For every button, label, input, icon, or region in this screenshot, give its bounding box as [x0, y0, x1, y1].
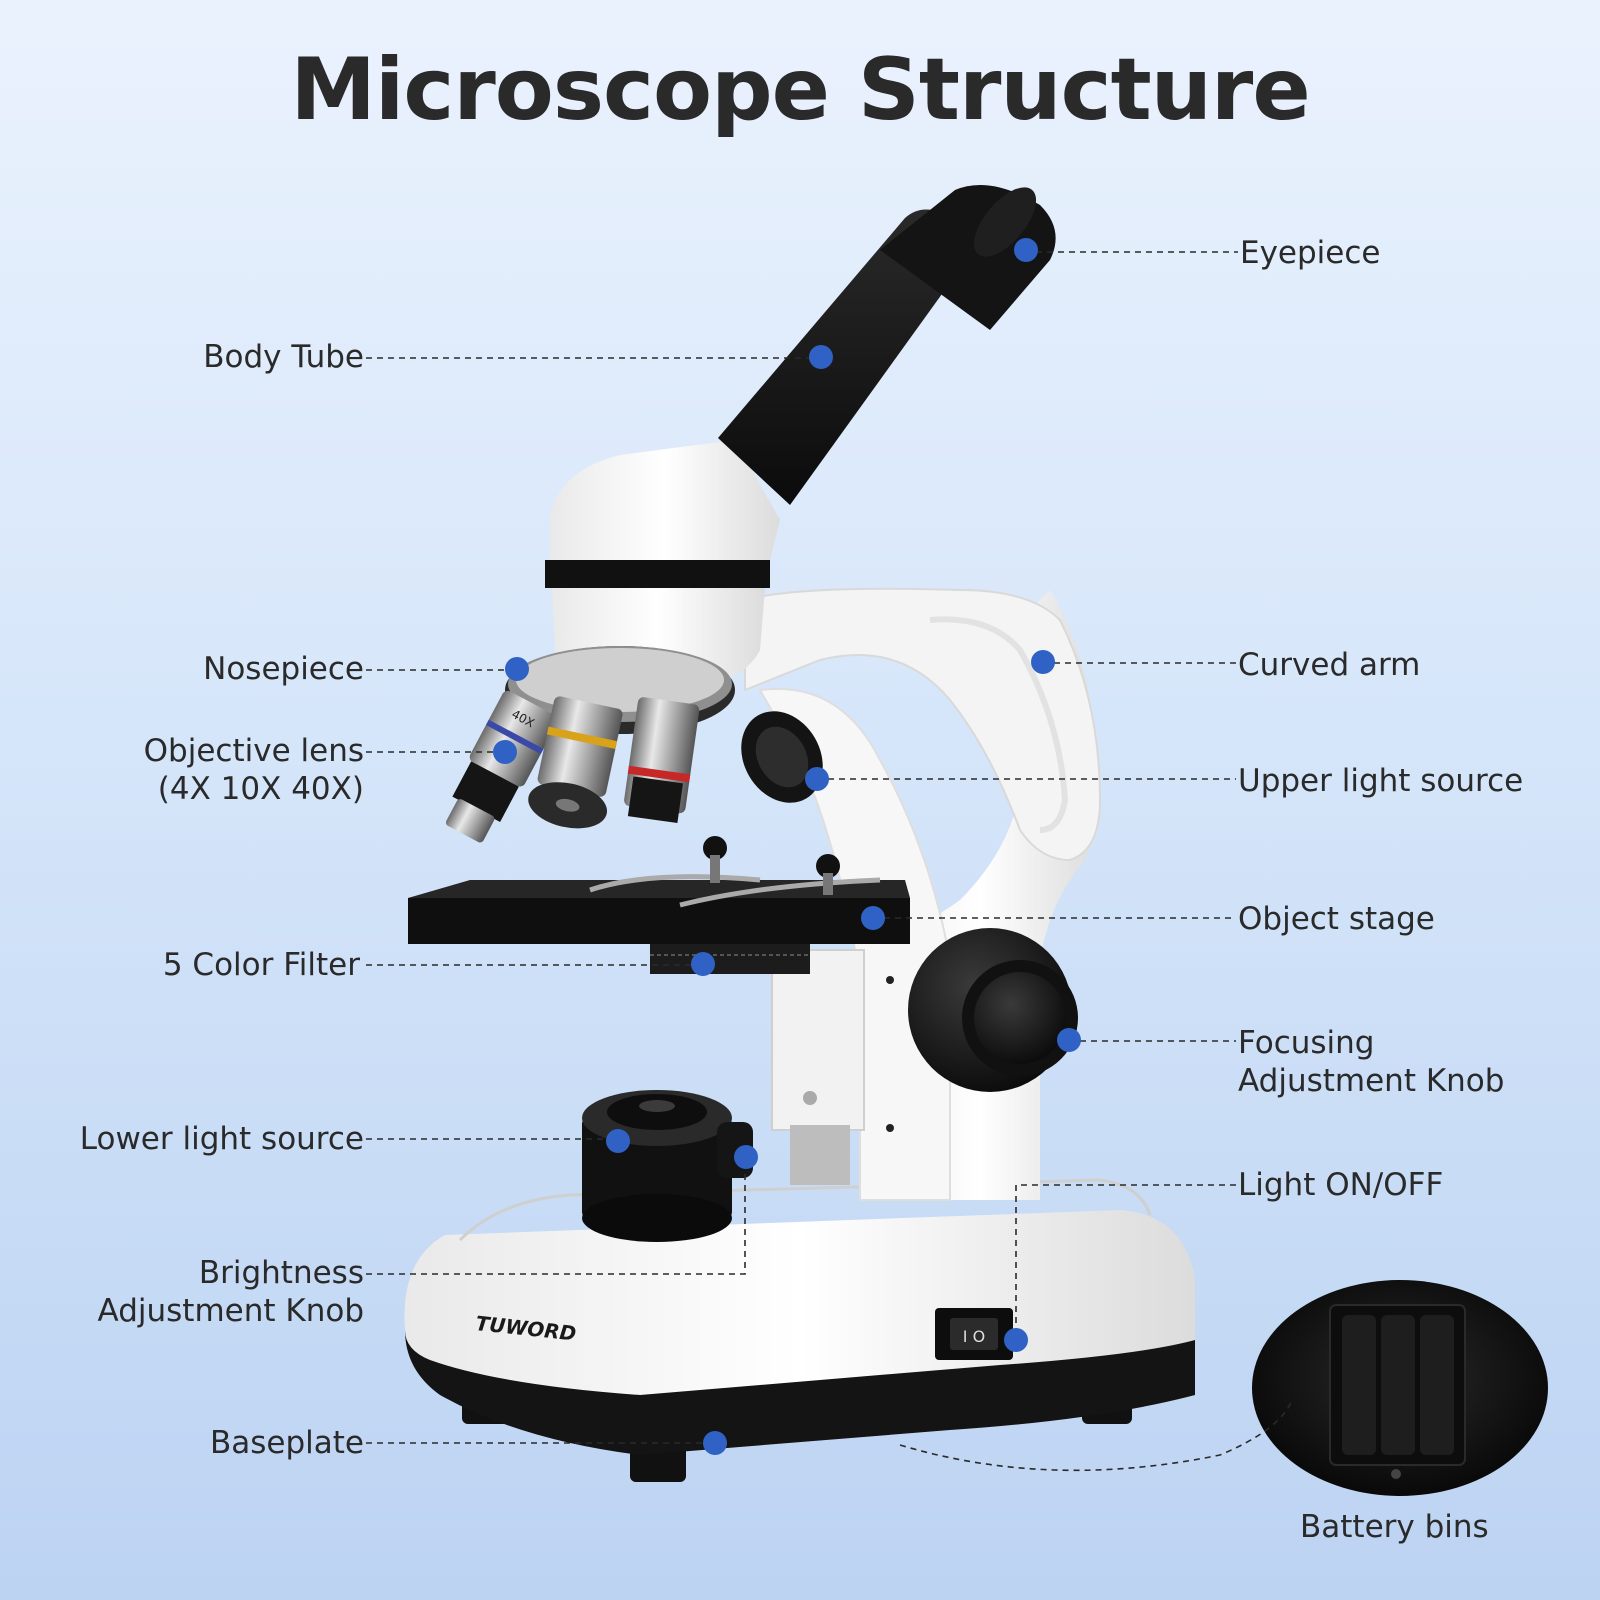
leader-light-switch: [1015, 1184, 1236, 1340]
microscope-head-illustration: [545, 185, 1056, 695]
label-brightness-line2: Adjustment Knob: [97, 1293, 364, 1329]
marker-body-tube: [809, 345, 833, 369]
label-battery-bins: Battery bins: [1300, 1509, 1489, 1545]
baseplate-illustration: TUWORD I O: [404, 1178, 1195, 1482]
marker-lower-light-source: [606, 1129, 630, 1153]
marker-focusing-knob: [1057, 1028, 1081, 1052]
marker-nosepiece: [505, 657, 529, 681]
label-baseplate: Baseplate: [209, 1425, 364, 1461]
leader-lines: [366, 251, 1293, 1472]
label-lower-light-source: Lower light source: [79, 1121, 364, 1157]
marker-upper-light-source: [805, 767, 829, 791]
svg-text:I O: I O: [963, 1327, 985, 1346]
upper-light-source-illustration: [741, 711, 823, 803]
label-curved-arm: Curved arm: [1238, 647, 1421, 683]
marker-object-stage: [861, 906, 885, 930]
marker-brightness-knob: [734, 1145, 758, 1169]
marker-color-filter: [691, 952, 715, 976]
label-brightness-knob: Brightness Adjustment Knob: [98, 1254, 364, 1330]
marker-light-switch: [1004, 1328, 1028, 1352]
label-focusing-line1: Focusing: [1238, 1025, 1375, 1061]
label-focusing-line2: Adjustment Knob: [1238, 1063, 1505, 1099]
focusing-knob-illustration: [908, 928, 1078, 1092]
marker-baseplate: [703, 1431, 727, 1455]
label-eyepiece: Eyepiece: [1240, 235, 1381, 271]
label-brightness-line1: Brightness: [198, 1255, 364, 1291]
battery-bins-illustration: [1252, 1280, 1548, 1496]
lower-light-source-illustration: [582, 1090, 753, 1242]
label-objective-lens-line2: (4X 10X 40X): [157, 771, 364, 807]
label-objective-lens: Objective lens (4X 10X 40X): [144, 732, 364, 808]
marker-eyepiece: [1014, 238, 1038, 262]
leader-brightness-knob: [366, 1157, 746, 1275]
label-focusing-knob: Focusing Adjustment Knob: [1238, 1024, 1504, 1100]
object-stage-illustration: [408, 836, 910, 974]
marker-curved-arm: [1031, 650, 1055, 674]
markers: [493, 238, 1081, 1455]
page-title: Microscope Structure: [290, 40, 1310, 140]
label-nosepiece: Nosepiece: [203, 651, 364, 687]
label-body-tube: Body Tube: [203, 339, 364, 375]
label-light-switch: Light ON/OFF: [1238, 1167, 1444, 1203]
label-color-filter: 5 Color Filter: [162, 947, 360, 983]
label-upper-light-source: Upper light source: [1238, 763, 1524, 799]
nosepiece-illustration: 40X: [445, 646, 735, 843]
marker-objective-lens: [493, 740, 517, 764]
label-object-stage: Object stage: [1238, 901, 1435, 937]
label-objective-lens-line1: Objective lens: [143, 733, 364, 769]
